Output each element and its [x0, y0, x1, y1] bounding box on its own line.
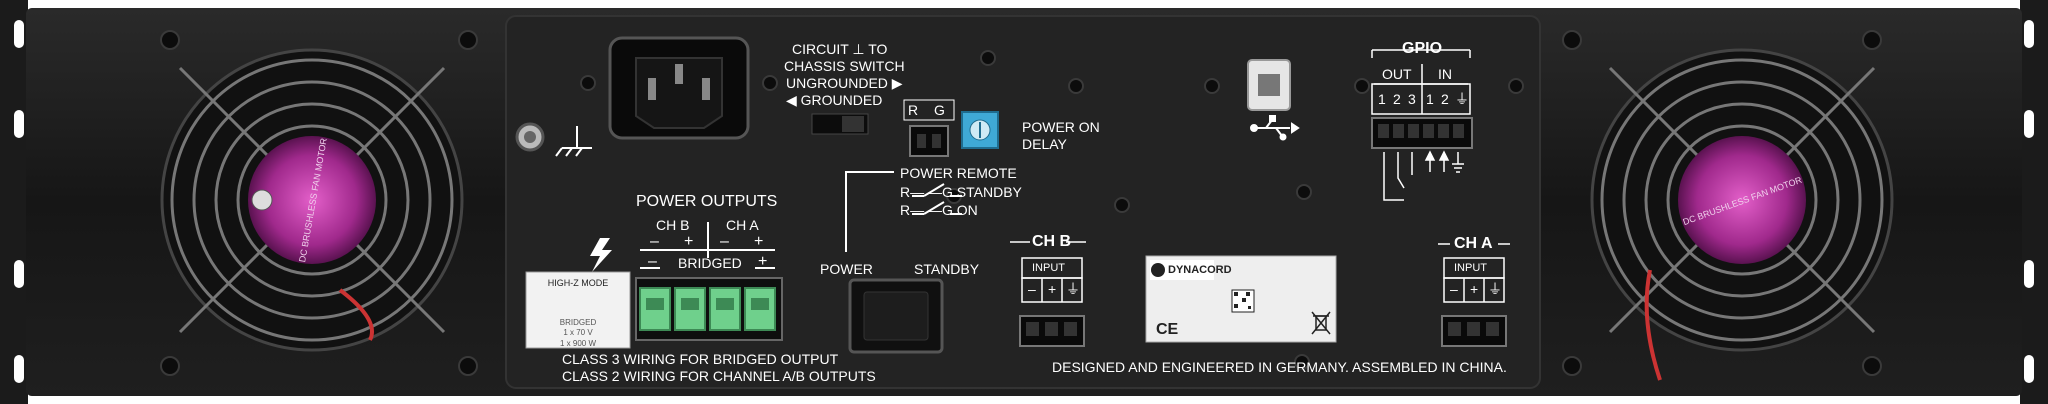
standby-label: STANDBY [914, 261, 980, 277]
ch-b-input-minus: – [1028, 281, 1036, 297]
ch-a-input-outline [1438, 243, 1510, 303]
high-z-body: BRIDGED 1 x 70 V 1 x 900 W [559, 318, 597, 348]
power-standby-rocker-switch[interactable] [848, 278, 944, 354]
rack-slot [2024, 260, 2034, 288]
rack-ear-left [0, 0, 28, 404]
circuit-chassis-switch-knob[interactable] [842, 116, 864, 132]
gpio-title: GPIO [1402, 40, 1443, 57]
weee-bin-icon [1311, 311, 1331, 335]
rack-slot [14, 110, 24, 138]
gpio-terminal-block[interactable] [1371, 117, 1473, 149]
rg-label-box [903, 99, 955, 121]
lightning-icon [590, 238, 612, 272]
rack-slot [2024, 20, 2034, 48]
ch-a-input-title: CH A [1454, 235, 1493, 252]
output-polarity-lines [640, 222, 775, 269]
iec-power-inlet[interactable] [608, 36, 750, 140]
gpio-in-label: IN [1438, 66, 1452, 82]
product-rating-label [1145, 255, 1337, 343]
ch-a-input-plus: + [1470, 281, 1479, 297]
grounded-label: ◀ GROUNDED [786, 92, 883, 108]
on-row-label: R— —G ON [900, 202, 978, 218]
standby-row-label: R— —G STANDBY [900, 184, 1022, 200]
gpio-out-label: OUT [1382, 66, 1412, 82]
output-ch-b-minus: – [650, 233, 659, 250]
high-z-title: HIGH-Z MODE [547, 278, 609, 288]
power-outputs-title: POWER OUTPUTS [636, 193, 778, 210]
rack-slot [14, 355, 24, 383]
power-remote-connector[interactable] [909, 125, 949, 157]
output-ch-a-minus: – [720, 233, 729, 250]
rack-slot [14, 260, 24, 288]
ground-icon [555, 126, 592, 157]
class2-wiring-note: CLASS 2 WIRING FOR CHANNEL A/B OUTPUTS [562, 368, 876, 384]
rack-slot [2024, 355, 2034, 383]
ch-a-input-label: INPUT [1454, 262, 1487, 274]
class3-wiring-note: CLASS 3 WIRING FOR BRIDGED OUTPUT [562, 351, 839, 367]
power-on-delay-label-line1: POWER ON [1022, 119, 1100, 135]
gpio-pin-in-1: 1 [1426, 91, 1434, 107]
output-bridged-plus: + [758, 253, 768, 270]
power-remote-label: POWER REMOTE [900, 165, 1017, 181]
output-ch-b-plus: + [684, 233, 694, 250]
ch-b-input-ground: ⏚ [1066, 281, 1080, 297]
gpio-pin-1: 1 [1378, 91, 1386, 107]
high-z-mode-label [525, 271, 631, 349]
gpio-schematic [1383, 150, 1464, 201]
power-label: POWER [820, 261, 873, 277]
power-remote-diagram [845, 171, 962, 252]
rack-slot [2024, 110, 2034, 138]
gpio-pin-in-ground: ⏚ [1455, 91, 1469, 107]
ch-b-input-title: CH B [1032, 233, 1072, 250]
power-on-delay-rotary[interactable] [961, 111, 999, 149]
gpio-pin-in-2: 2 [1441, 91, 1449, 107]
rg-label: R G [908, 102, 951, 118]
power-on-delay-label-line2: DELAY [1022, 136, 1067, 152]
ground-terminal[interactable] [515, 122, 545, 152]
gpio-pin-3: 3 [1408, 91, 1416, 107]
usb-icon [1250, 115, 1300, 141]
ch-b-input-label: INPUT [1032, 262, 1065, 274]
ch-b-input-terminal[interactable] [1019, 315, 1085, 347]
rack-slot [14, 20, 24, 48]
output-bridged-minus: – [648, 253, 657, 270]
left-cooling-fan: DC BRUSHLESS FAN MOTOR [160, 48, 464, 352]
chassis-screws [160, 30, 1882, 376]
power-output-terminal-block[interactable] [635, 277, 783, 341]
gpio-pin-2: 2 [1393, 91, 1401, 107]
usb-port[interactable] [1247, 59, 1291, 111]
ungrounded-label: UNGROUNDED ▶ [786, 75, 903, 91]
gpio-header-outline [1371, 49, 1471, 115]
ch-b-input-outline [1010, 241, 1086, 303]
circuit-switch-label-line2: CHASSIS SWITCH [784, 58, 905, 74]
ch-a-input-minus: – [1450, 281, 1458, 297]
ce-mark-icon: CE [1156, 321, 1179, 338]
ch-a-input-terminal[interactable] [1441, 315, 1507, 347]
ch-a-input-ground: ⏚ [1488, 281, 1502, 297]
output-ch-a-plus: + [754, 233, 764, 250]
ch-b-input-plus: + [1048, 281, 1057, 297]
rack-ear-right [2020, 0, 2048, 404]
brand-logo-text: DYNACORD [1168, 264, 1232, 276]
output-ch-a-label: CH A [726, 217, 759, 233]
right-cooling-fan: DC BRUSHLESS FAN MOTOR [1590, 48, 1894, 381]
bridged-label: BRIDGED [678, 255, 742, 271]
output-ch-b-label: CH B [656, 217, 690, 233]
circuit-switch-label-line1: CIRCUIT ⊥ TO [792, 41, 888, 57]
designed-note: DESIGNED AND ENGINEERED IN GERMANY. ASSE… [1052, 359, 1507, 375]
